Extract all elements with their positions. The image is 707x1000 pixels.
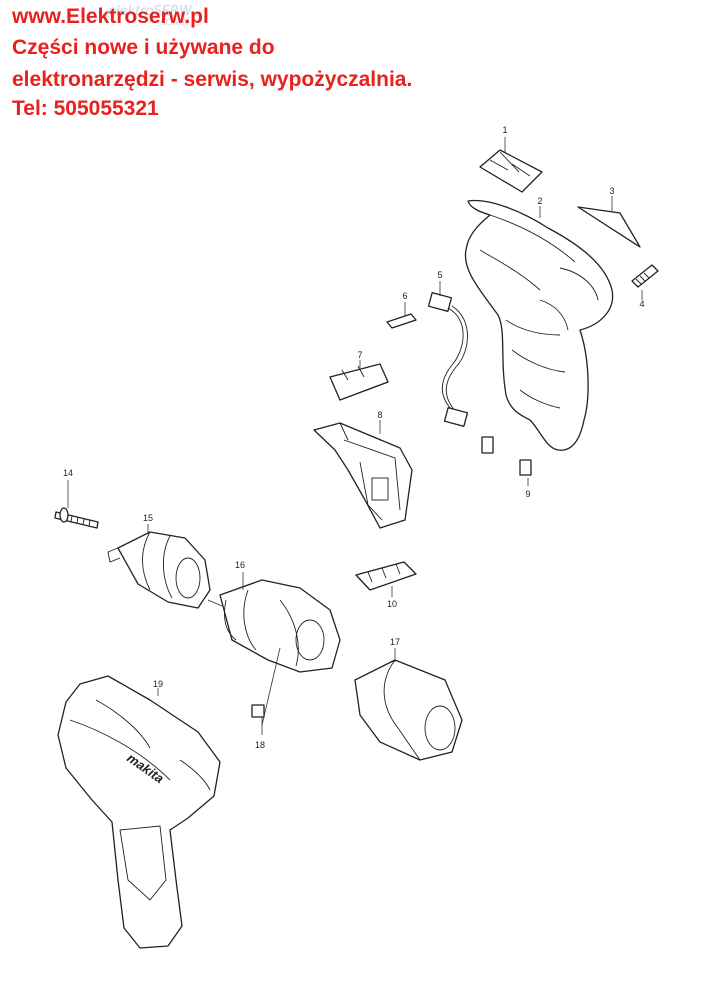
part-label-4: 4 — [639, 299, 644, 309]
part-label-9: 9 — [525, 489, 530, 499]
part-16-gearbox — [219, 572, 341, 673]
part-14-screw — [54, 480, 99, 529]
part-4-screw — [631, 264, 659, 300]
watermark-brand: elektroSERW — [108, 4, 192, 19]
part-label-18: 18 — [255, 740, 265, 750]
part-label-5: 5 — [437, 270, 442, 280]
part-label-17: 17 — [390, 637, 400, 647]
part-3-label — [577, 196, 641, 248]
part-label-10: 10 — [387, 599, 397, 609]
part-19-housing: makita — [57, 675, 221, 949]
part-label-1: 1 — [502, 125, 507, 135]
part-label-14: 14 — [63, 468, 73, 478]
part-label-3: 3 — [609, 186, 614, 196]
part-2-housing — [464, 199, 614, 451]
part-label-2: 2 — [537, 196, 542, 206]
part-label-16: 16 — [235, 560, 245, 570]
part-label-8: 8 — [377, 410, 382, 420]
part-17-motor — [354, 648, 463, 761]
watermark-city: KONIN — [160, 18, 189, 28]
part-9-contact — [481, 436, 532, 486]
header-line-2: elektronarzędzi - serwis, wypożyczalnia. — [12, 68, 413, 91]
header-line-1: Części nowe i używane do — [12, 36, 275, 59]
part-label-7: 7 — [357, 350, 362, 360]
part-label-15: 15 — [143, 513, 153, 523]
part-6-clip — [386, 302, 417, 329]
header-phone: Tel: 505055321 — [12, 97, 159, 120]
part-15-chuck — [107, 524, 223, 609]
part-7-lever — [329, 360, 389, 401]
header-site: www.Elektroserw.pl — [12, 5, 209, 28]
part-10-terminal — [355, 561, 417, 597]
part-1-button — [479, 137, 543, 193]
part-label-19: 19 — [153, 679, 163, 689]
part-label-6: 6 — [402, 291, 407, 301]
part-18-screw — [251, 647, 281, 735]
part-5-wire — [427, 281, 469, 427]
part-8-switch — [313, 420, 413, 529]
